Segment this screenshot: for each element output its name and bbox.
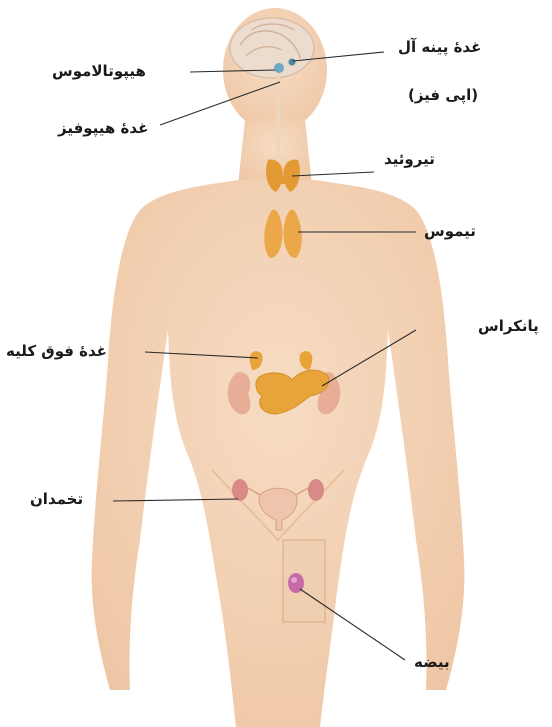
hypothalamus-gland <box>274 63 284 73</box>
label-ovary: تخمدان <box>30 490 83 508</box>
label-hypothalamus: هیپوتالاموس <box>52 62 146 80</box>
brain <box>230 18 314 78</box>
label-testis: بیضه <box>414 653 450 671</box>
pineal-gland <box>289 59 296 66</box>
label-adrenal: غدهٔ فوق کلیه <box>6 342 107 360</box>
label-pineal-alt: (اپی فیز) <box>408 86 478 104</box>
label-pineal: غدهٔ پینه آل <box>398 38 481 56</box>
label-thymus: تیموس <box>424 222 476 240</box>
label-thyroid: تیروئید <box>384 150 435 168</box>
ovary-left <box>232 479 248 501</box>
label-pituitary: غدهٔ هیپوفیز <box>58 119 148 137</box>
label-pancreas: پانکراس <box>478 317 539 335</box>
ovary-right <box>308 479 324 501</box>
